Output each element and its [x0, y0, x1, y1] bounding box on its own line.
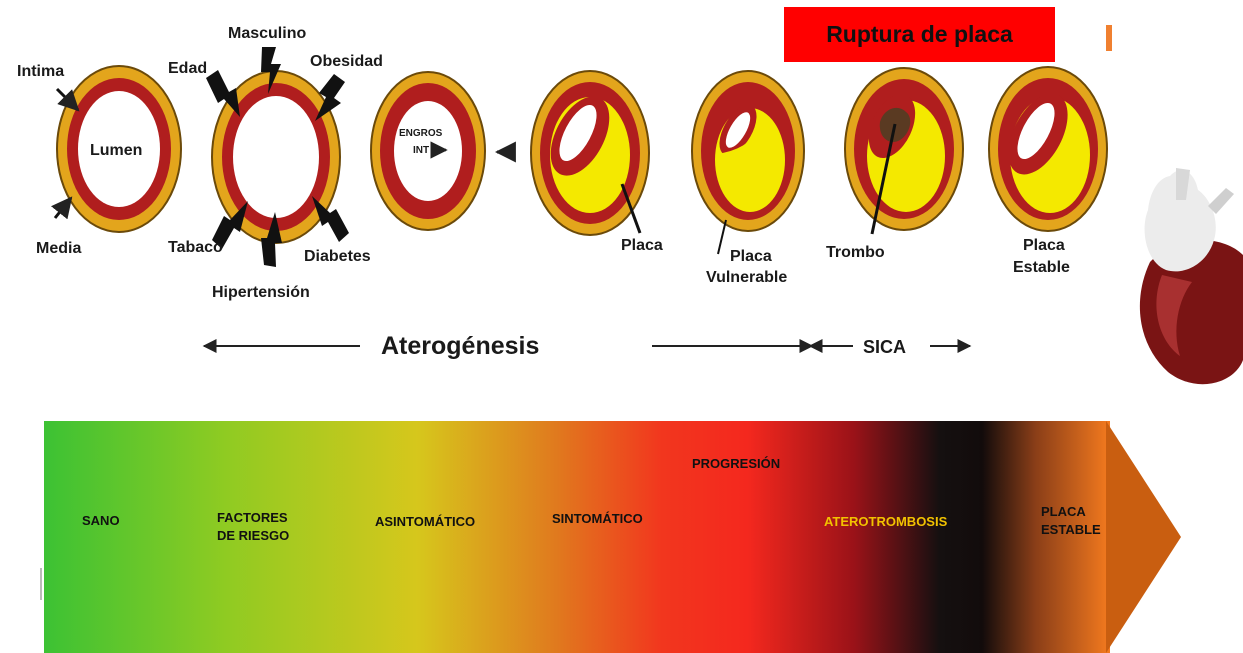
- label-sica: SICA: [863, 337, 906, 357]
- stage-sintomatico: SINTOMÁTICO: [552, 511, 643, 526]
- label-hipertension: Hipertensión: [212, 284, 310, 301]
- stage-factores-2: DE RIESGO: [217, 528, 289, 543]
- label-engros: ENGROS: [399, 128, 443, 139]
- vulnerable-pointer: [718, 220, 726, 254]
- label-placa: Placa: [621, 237, 663, 254]
- media-pointer: [55, 198, 71, 218]
- label-aterogenesis: Aterogénesis: [381, 332, 539, 360]
- label-intima: Intima: [17, 63, 64, 80]
- stage-sano: SANO: [82, 513, 120, 528]
- progression-bar: [44, 421, 1181, 653]
- heart-illustration: [1140, 168, 1243, 384]
- stage-placa-estable-1: PLACA: [1041, 504, 1086, 519]
- label-obesidad: Obesidad: [310, 53, 383, 70]
- progression-title: PROGRESIÓN: [692, 456, 780, 471]
- vessel-stable: [989, 67, 1107, 231]
- rupture-label: Ruptura de placa: [826, 21, 1013, 48]
- label-int: INT: [413, 145, 429, 156]
- label-estable-2: Estable: [1013, 259, 1070, 276]
- label-diabetes: Diabetes: [304, 248, 371, 265]
- stage-asintomatico: ASINTOMÁTICO: [375, 514, 475, 529]
- stage-placa-estable-2: ESTABLE: [1041, 522, 1101, 537]
- stage-factores-1: FACTORES: [217, 510, 288, 525]
- label-edad: Edad: [168, 60, 207, 77]
- label-lumen: Lumen: [90, 142, 142, 159]
- stage-aterotrombosis: ATEROTROMBOSIS: [824, 514, 948, 529]
- corner-mark: [1106, 25, 1112, 51]
- vessel-thrombus: [845, 68, 963, 230]
- label-vulnerable-1: Placa: [730, 248, 772, 265]
- label-vulnerable-2: Vulnerable: [706, 269, 787, 286]
- label-estable-1: Placa: [1023, 237, 1065, 254]
- label-tabaco: Tabaco: [168, 239, 223, 256]
- vessel-vulnerable: [692, 71, 804, 231]
- label-trombo: Trombo: [826, 244, 885, 261]
- rupture-label-box: Ruptura de placa: [784, 7, 1055, 62]
- label-media: Media: [36, 240, 81, 257]
- label-masculino: Masculino: [228, 25, 306, 42]
